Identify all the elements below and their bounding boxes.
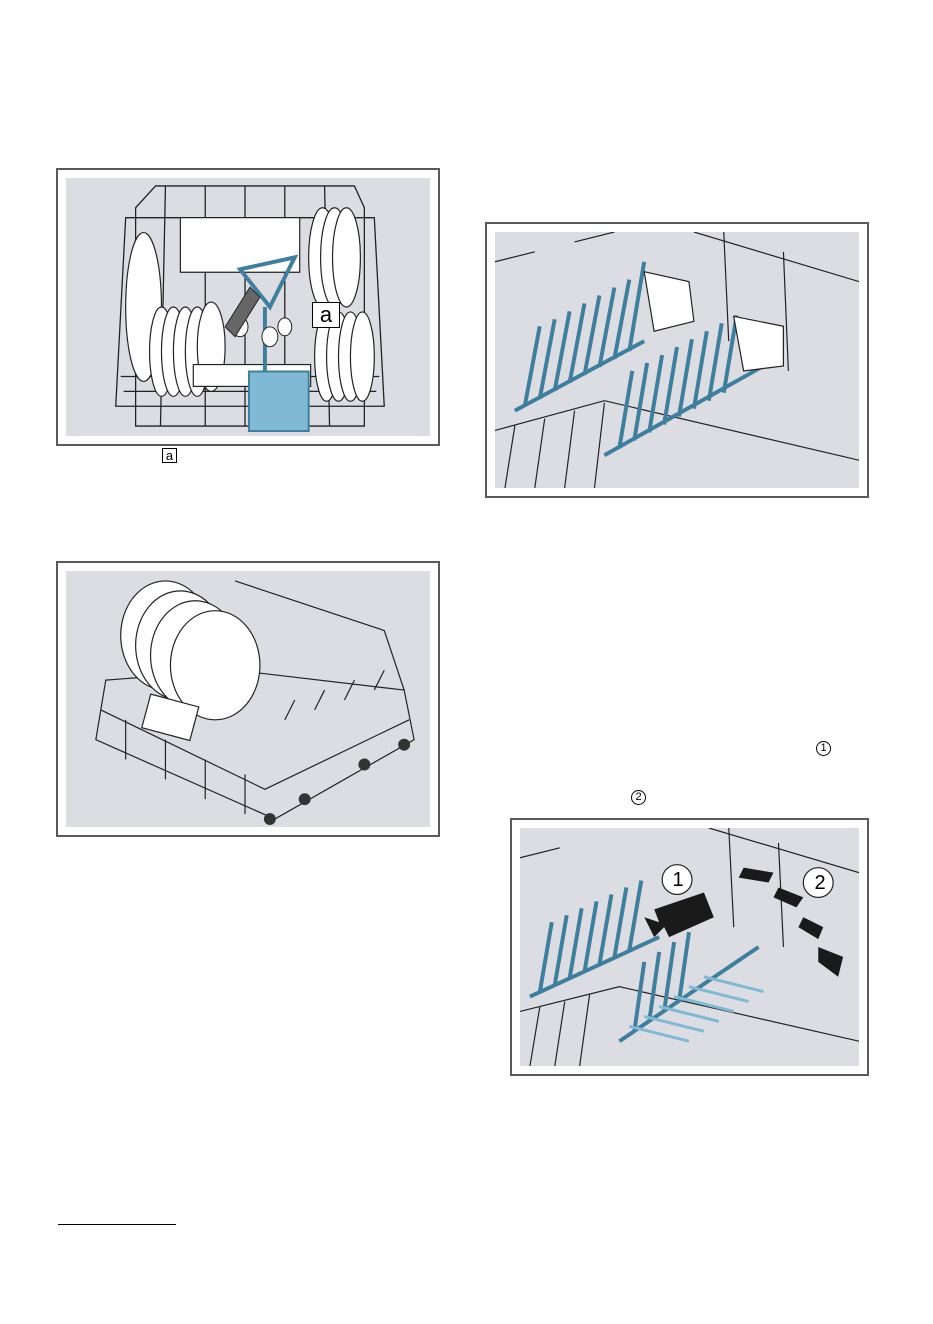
legend-marker-a: a — [162, 448, 177, 463]
figure-lower-basket-illustration — [66, 571, 430, 827]
upper-basket-drawing — [66, 178, 430, 436]
figure-tines-upright-illustration — [495, 232, 859, 488]
step2-marker: 2 — [631, 790, 646, 805]
figure-tines-upright — [485, 222, 869, 498]
figure-tines-fold-steps: 1 2 — [510, 818, 869, 1076]
tines-upright-drawing — [495, 232, 859, 488]
figure-upper-basket: a — [56, 168, 440, 446]
figure-lower-basket — [56, 561, 440, 837]
step1-marker: 1 — [816, 741, 831, 756]
lower-basket-drawing — [66, 571, 430, 827]
figure-upper-basket-illustration: a — [66, 178, 430, 436]
figure-tines-fold-illustration: 1 2 — [520, 828, 859, 1066]
tines-fold-drawing — [520, 828, 859, 1066]
arrow-label-step1: 1 — [667, 868, 689, 892]
callout-a: a — [312, 302, 340, 328]
footnote-separator — [58, 1224, 176, 1225]
arrow-label-step2: 2 — [809, 871, 831, 895]
